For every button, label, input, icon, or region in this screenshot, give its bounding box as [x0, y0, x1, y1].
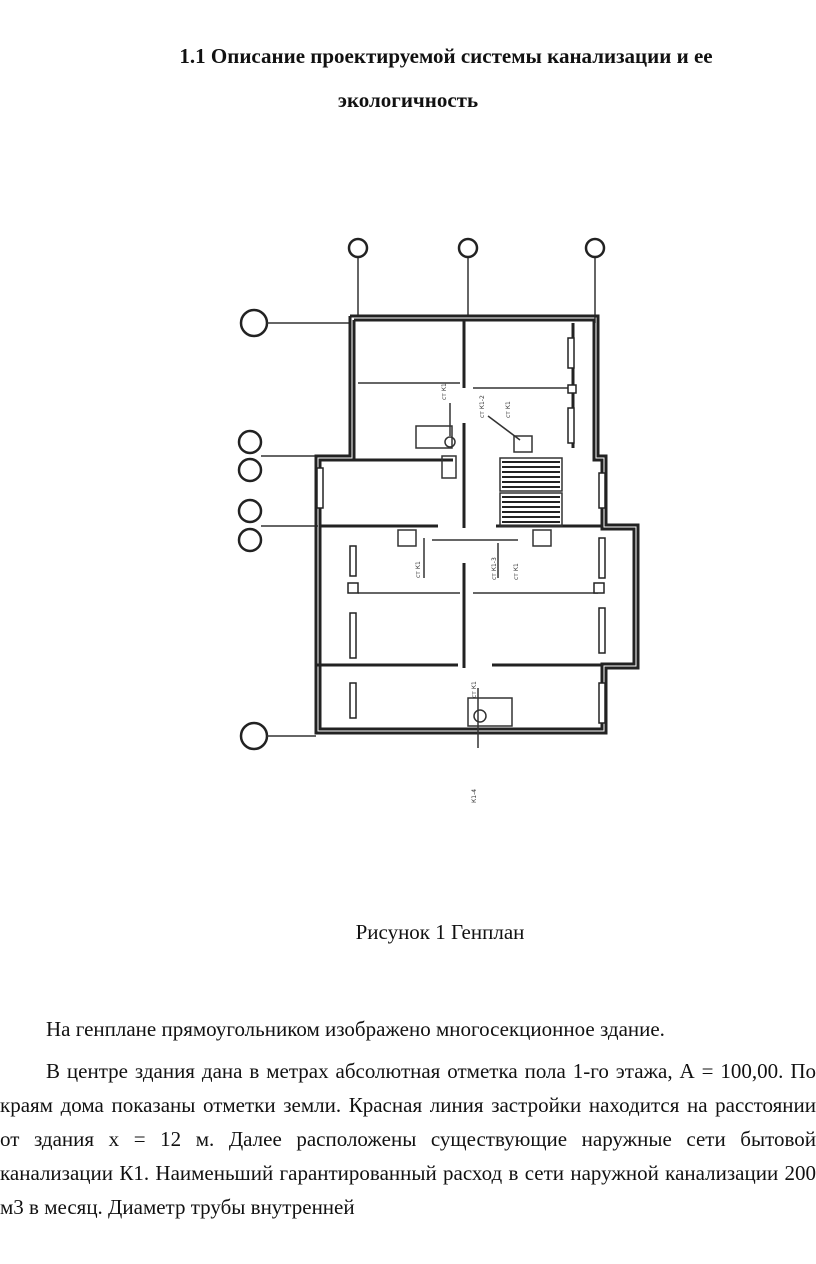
sanitary-fixtures	[397, 425, 552, 727]
svg-text:ст К1: ст К1	[441, 383, 448, 400]
svg-text:ст К1-2: ст К1-2	[479, 395, 486, 418]
stairs	[499, 457, 563, 527]
section-heading-line-2: экологичность	[337, 88, 479, 112]
figure-caption: Рисунок 1 Генплан	[355, 920, 525, 944]
building-walls	[314, 314, 640, 735]
svg-text:ст К1: ст К1	[505, 401, 512, 418]
pipe-annotations: ст К1 ст К1-2 ст К1 ст К1 ст К1-3 ст К1 …	[415, 383, 520, 803]
svg-text:ст К1: ст К1	[513, 563, 520, 580]
paragraph-1: На генплане прямоугольником изображено м…	[46, 1017, 665, 1041]
top-riser-markers	[347, 237, 606, 323]
svg-text:ст К1-3: ст К1-3	[491, 557, 498, 580]
svg-text:ст К1: ст К1	[415, 561, 422, 578]
windows	[316, 337, 606, 724]
svg-text:К1-4: К1-4	[471, 789, 478, 803]
paragraph-2: В центре здания дана в метрах абсолютная…	[0, 1059, 816, 1219]
pipe-lines	[423, 403, 521, 748]
section-heading-line-1: 1.1 Описание проектируемой системы канал…	[179, 44, 713, 68]
svg-text:ст К1: ст К1	[471, 681, 478, 698]
floor-plan-drawing: ст К1 ст К1-2 ст К1 ст К1 ст К1-3 ст К1 …	[237, 237, 640, 803]
left-outlet-markers	[237, 308, 350, 751]
